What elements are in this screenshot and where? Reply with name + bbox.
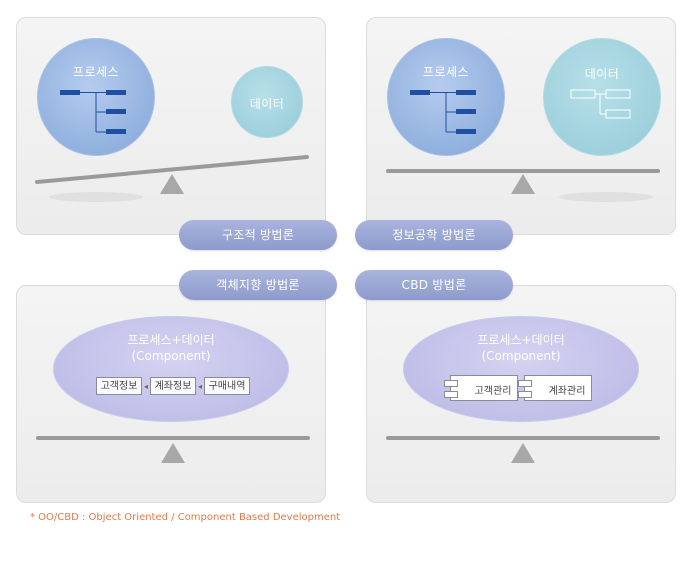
fulcrum-triangle	[511, 174, 535, 194]
process-label: 프로세스	[422, 65, 470, 79]
arrow-left-icon: ◂	[198, 382, 203, 391]
level-balance-bar	[386, 169, 660, 173]
cbd-method-label: CBD 방법론	[355, 270, 513, 300]
component-tab-icon	[518, 380, 532, 387]
component-module: 계좌관리	[524, 375, 592, 401]
data-label: 데이터	[584, 67, 620, 81]
component-ellipse: 프로세스+데이터 (Component) 고객관리 계좌관리	[403, 316, 639, 422]
balance-shadow	[49, 192, 143, 202]
information-engineering-method-label: 정보공학 방법론	[355, 220, 513, 250]
fulcrum-triangle	[161, 443, 185, 463]
component-tab-icon	[444, 380, 458, 387]
data-structure-icon	[570, 89, 631, 119]
panel-information-engineering: 프로세스 데이터	[366, 17, 676, 235]
level-balance-bar	[36, 436, 310, 440]
object-oriented-method-label: 객체지향 방법론	[179, 270, 337, 300]
structured-method-label: 구조적 방법론	[179, 220, 337, 250]
fulcrum-triangle	[511, 443, 535, 463]
process-circle: 프로세스	[387, 38, 505, 156]
balance-shadow	[559, 192, 653, 202]
component-title-line2: (Component)	[481, 349, 561, 363]
component-tab-icon	[444, 391, 458, 398]
tilted-balance-bar	[35, 155, 309, 184]
footnote: * OO/CBD : Object Oriented / Component B…	[30, 512, 341, 523]
component-module-label: 계좌관리	[548, 386, 586, 397]
component-item: 계좌정보	[150, 377, 196, 395]
component-module: 고객관리	[450, 375, 518, 401]
panel-cbd: 프로세스+데이터 (Component) 고객관리 계좌관리	[366, 285, 676, 503]
fulcrum-triangle	[160, 174, 184, 194]
component-title-line2: (Component)	[131, 349, 211, 363]
component-module-label: 고객관리	[474, 386, 512, 397]
component-title-line1: 프로세스+데이터	[127, 333, 215, 347]
process-tree-icon	[410, 90, 476, 134]
process-label: 프로세스	[72, 65, 120, 79]
data-circle: 데이터	[543, 38, 661, 156]
arrow-left-icon: ◂	[144, 382, 149, 391]
component-tab-icon	[518, 391, 532, 398]
data-label: 데이터	[249, 97, 285, 111]
component-title-line1: 프로세스+데이터	[477, 333, 565, 347]
component-item: 고객정보	[96, 377, 142, 395]
process-circle: 프로세스	[37, 38, 155, 156]
process-tree-icon	[60, 90, 126, 134]
level-balance-bar	[386, 436, 660, 440]
component-item: 구매내역	[204, 377, 250, 395]
data-circle: 데이터	[231, 66, 303, 138]
component-ellipse: 프로세스+데이터 (Component) 고객정보 ◂ 계좌정보 ◂ 구매내역	[53, 316, 289, 422]
panel-object-oriented: 프로세스+데이터 (Component) 고객정보 ◂ 계좌정보 ◂ 구매내역	[16, 285, 326, 503]
panel-structured: 프로세스 데이터	[16, 17, 326, 235]
